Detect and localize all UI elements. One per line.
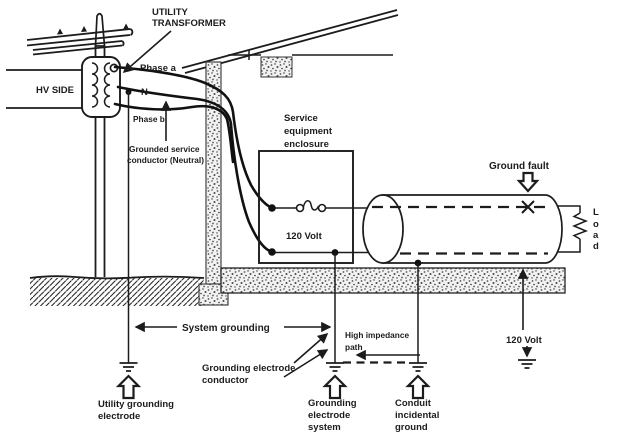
- service-enclosure-label: equipment: [284, 126, 333, 137]
- transformer-pointer-arrow: [122, 30, 172, 74]
- ges-label: system: [308, 422, 341, 433]
- gec-label: conductor: [202, 375, 249, 386]
- utility-electrode-label: electrode: [98, 411, 140, 422]
- grounding-system: [115, 92, 537, 400]
- up-block-arrow-icon: [115, 374, 142, 400]
- gec-pointer-arrow-1: [293, 332, 329, 364]
- building: [181, 9, 566, 306]
- ground-fault-label: Ground fault: [489, 161, 550, 172]
- high-impedance-label: path: [345, 342, 363, 352]
- service-enclosure: [258, 150, 383, 264]
- primary-coil: [91, 62, 99, 108]
- high-impedance-label: High impedance: [345, 330, 409, 340]
- gec-label: Grounding electrode: [202, 363, 295, 374]
- crossarm-upper: [26, 28, 134, 47]
- conduit: [362, 194, 563, 267]
- utility-transformer: [6, 56, 121, 118]
- conduit-body: [382, 194, 563, 264]
- ground-fault-down-arrow-icon: [516, 171, 540, 193]
- neutral-wire: [116, 85, 272, 253]
- earth-hatch: [30, 278, 204, 306]
- ges-label: electrode: [308, 410, 350, 421]
- hv-side-label: HV SIDE: [36, 85, 74, 96]
- ground-symbol-ges: [325, 362, 345, 372]
- crossarm-lower: [32, 40, 125, 56]
- service-enclosure-label: Service: [284, 113, 318, 124]
- pointer-arrows: [122, 30, 540, 378]
- utility-pole-assembly: [26, 12, 134, 277]
- utility-electrode-label: Utility grounding: [98, 399, 174, 410]
- conduit-incidental-label: incidental: [395, 410, 439, 421]
- grounded-service-label: Grounded service: [129, 144, 200, 154]
- earth-surface-line: [29, 275, 205, 280]
- load-letter: o: [593, 219, 599, 230]
- grounded-service-label: conductor (Neutral): [127, 155, 204, 165]
- terminal-dot-bottom: [268, 248, 276, 256]
- wall: [205, 61, 222, 285]
- volt-120-box-label: 120 Volt: [286, 231, 323, 242]
- fuse-clip-right: [317, 203, 327, 213]
- fuse-element: [302, 200, 320, 211]
- phase-a-wire: [113, 65, 272, 209]
- terminal-dot-top: [268, 204, 276, 212]
- up-block-arrow-icon: [322, 374, 348, 400]
- phase-b-wire: [113, 102, 235, 164]
- ground-symbol-fault: [517, 359, 537, 369]
- load-letter: d: [593, 241, 599, 252]
- system-grounding-label: System grounding: [182, 323, 270, 334]
- gec-pointer-arrow-2: [283, 349, 329, 378]
- enclosure-box: [258, 150, 354, 264]
- ges-label: Grounding: [308, 398, 357, 409]
- phase-b-label: Phase b: [133, 114, 165, 124]
- fuse-clip-left: [295, 203, 305, 213]
- load-letter: a: [593, 230, 599, 241]
- ground-fault-x: [521, 200, 535, 214]
- ground-symbol-utility: [118, 362, 139, 372]
- phase-a-label: Phase a: [140, 63, 177, 74]
- service-enclosure-label: enclosure: [284, 139, 329, 150]
- concrete-slab: [220, 267, 566, 294]
- ground-symbol-conduit: [408, 362, 428, 372]
- volt-120-fault-label: 120 Volt: [506, 335, 543, 346]
- roof-support-block: [260, 56, 293, 78]
- service-wires: [113, 65, 272, 253]
- eave-line: [228, 50, 393, 60]
- utility-transformer-label: UTILITY: [152, 7, 189, 18]
- conduit-incidental-label: Conduit: [395, 398, 432, 409]
- earth-ground: [29, 275, 205, 306]
- load-circuit: [557, 205, 589, 253]
- hv-lines: [6, 69, 88, 109]
- secondary-coil: [103, 62, 111, 108]
- up-block-arrow-icon: [405, 374, 431, 400]
- load-letter: L: [593, 207, 599, 218]
- utility-transformer-label: TRANSFORMER: [152, 18, 226, 29]
- neutral-label: N: [141, 87, 148, 98]
- roof-line-outer: [181, 9, 398, 69]
- conduit-incidental-label: ground: [395, 422, 428, 433]
- load: L o a d: [557, 205, 599, 253]
- text-labels: UTILITY TRANSFORMER HV SIDE Phase a N Ph…: [36, 7, 550, 433]
- conduit-open-end: [362, 194, 404, 264]
- pole-top: [94, 12, 106, 47]
